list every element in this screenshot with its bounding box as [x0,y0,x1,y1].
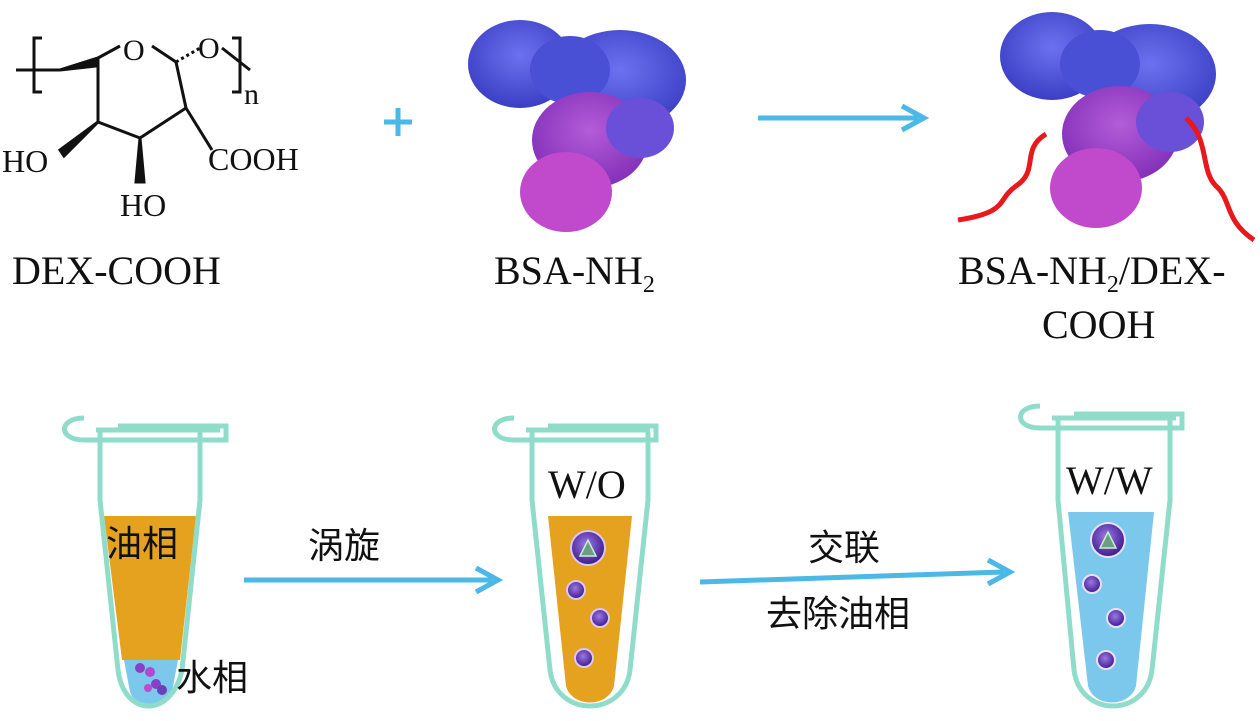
crosslink-step-label: 交联 [808,528,880,569]
bsa-dex-conjugate-icon [957,12,1256,243]
crosslink-arrow [699,557,1016,587]
water-phase-label: 水相 [176,658,248,699]
vortex-arrow [244,565,504,595]
dex-cooh-structure [16,36,251,184]
plus-sign [384,108,412,136]
reaction-arrow [758,103,930,133]
w-o-droplets [566,530,610,668]
ho-left-group: HO [2,143,48,179]
ring-oxygen: O [123,34,145,67]
w-o-label: W/O [548,462,626,507]
tube-3 [1018,403,1185,709]
product-label-line1: BSA-NH2/DEX- [958,248,1226,298]
link-oxygen: O [198,32,220,65]
right-bracket [232,36,242,94]
repeat-n: n [244,78,259,111]
w-w-microgels [1082,522,1126,670]
remove-oil-step-label: 去除油相 [766,594,910,635]
w-w-label: W/W [1066,458,1153,503]
tube-2 [492,415,659,709]
dex-cooh-label: DEX-COOH [12,248,221,293]
cooh-group: COOH [208,141,299,177]
tube-1 [62,415,229,709]
vortex-step-label: 涡旋 [308,526,380,567]
left-bracket [32,36,42,94]
bsa-protein-icon [468,20,686,232]
ho-bottom-group: HO [120,187,166,223]
product-label-line2: COOH [1042,302,1155,347]
oil-phase-label: 油相 [106,524,178,565]
bsa-label: BSA-NH2 [494,248,655,298]
